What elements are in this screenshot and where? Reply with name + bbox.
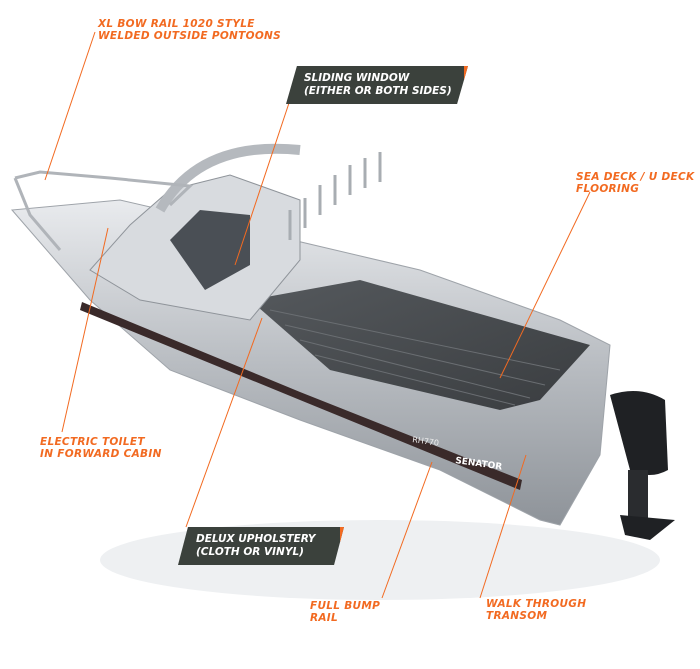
callout-text: TRANSOM [486, 610, 548, 622]
callout-text: WELDED OUTSIDE PONTOONS [98, 30, 282, 42]
rod-holders [288, 152, 382, 240]
callout-text: (EITHER OR BOTH SIDES) [304, 85, 452, 97]
callout-text: WALK THROUGH [486, 598, 587, 610]
leader-lines [44, 31, 591, 599]
hardtop-arch [155, 143, 301, 213]
callout-text: SLIDING WINDOW [304, 72, 410, 84]
sliding-window [170, 210, 250, 290]
sea-deck-flooring [250, 280, 590, 410]
callout-upholstery: DELUX UPHOLSTERY (CLOTH OR VINYL) [178, 527, 344, 565]
callout-text: (CLOTH OR VINYL) [196, 546, 304, 558]
callout-text: FULL BUMP [310, 600, 381, 612]
callout-bump-rail: FULL BUMP RAIL [310, 600, 380, 624]
outboard-motor [610, 391, 675, 540]
callout-text: RAIL [310, 612, 339, 624]
callout-sea-deck: SEA DECK / U DECK FLOORING [576, 171, 694, 195]
bow-rail [14, 170, 194, 207]
callout-transom: WALK THROUGH TRANSOM [486, 598, 586, 622]
callout-text: IN FORWARD CABIN [40, 448, 162, 460]
callout-text: ELECTRIC TOILET [40, 436, 145, 448]
model-badge: RH770 [412, 435, 440, 448]
bump-rail [80, 302, 522, 490]
callout-sliding-window: SLIDING WINDOW (EITHER OR BOTH SIDES) [286, 66, 468, 104]
callout-bow-rail: XL BOW RAIL 1020 STYLE WELDED OUTSIDE PO… [98, 18, 281, 42]
callout-text: DELUX UPHOLSTERY [196, 533, 316, 545]
callout-electric-toilet: ELECTRIC TOILET IN FORWARD CABIN [40, 436, 162, 460]
callout-text: XL BOW RAIL 1020 STYLE [98, 18, 255, 30]
callout-text: FLOORING [576, 183, 640, 195]
callout-text: SEA DECK / U DECK [576, 171, 695, 183]
